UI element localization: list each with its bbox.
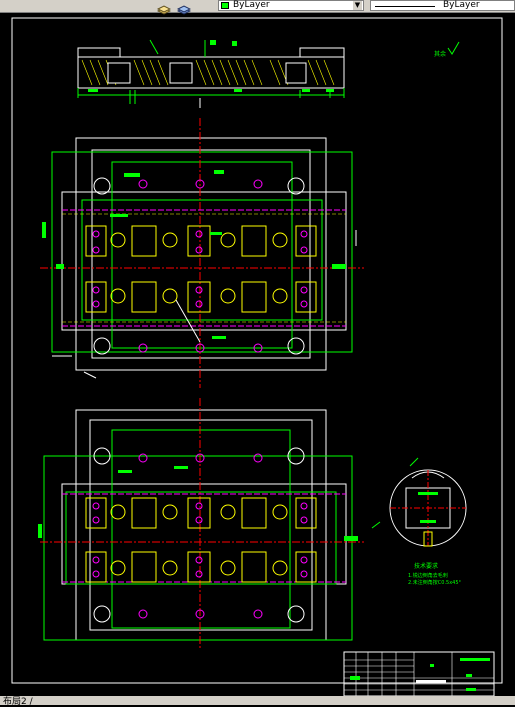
notes-title: 技术要求: [414, 562, 438, 570]
color-dropdown-value: ByLayer: [233, 0, 270, 10]
layout-tabs-bar: 布局2 /: [0, 696, 515, 707]
layers-icon[interactable]: [156, 0, 172, 15]
plan-view-top: [40, 118, 364, 388]
bylayer-color-swatch: [221, 2, 229, 9]
color-dropdown[interactable]: ByLayer ▼: [218, 0, 364, 11]
note-line-2: 2.未注倒角按C0.5x45°: [408, 579, 462, 586]
technical-notes: 技术要求 1.锐边倒角去毛刺 2.未注倒角按C0.5x45°: [408, 562, 462, 586]
chevron-down-icon[interactable]: ▼: [353, 1, 362, 10]
section-view: [77, 39, 345, 108]
roughness-mark: 其余: [434, 41, 460, 58]
properties-toolbar: ByLayer ▼ ByLayer: [0, 0, 515, 15]
linetype-dropdown-value: ByLayer: [443, 0, 480, 10]
plan-view-bottom: [38, 398, 364, 650]
linetype-sample-line: [375, 6, 435, 7]
linetype-dropdown[interactable]: ByLayer: [370, 0, 515, 11]
drawing-canvas[interactable]: 其余: [0, 12, 515, 696]
note-line-1: 1.锐边倒角去毛刺: [408, 572, 448, 579]
layer-states-icon[interactable]: [176, 0, 192, 15]
layout-tab[interactable]: 布局2 /: [3, 697, 33, 707]
detail-view: [371, 457, 467, 547]
drawing-border: [11, 17, 503, 684]
roughness-mark-label: 其余: [434, 50, 446, 58]
title-block: [343, 651, 495, 696]
